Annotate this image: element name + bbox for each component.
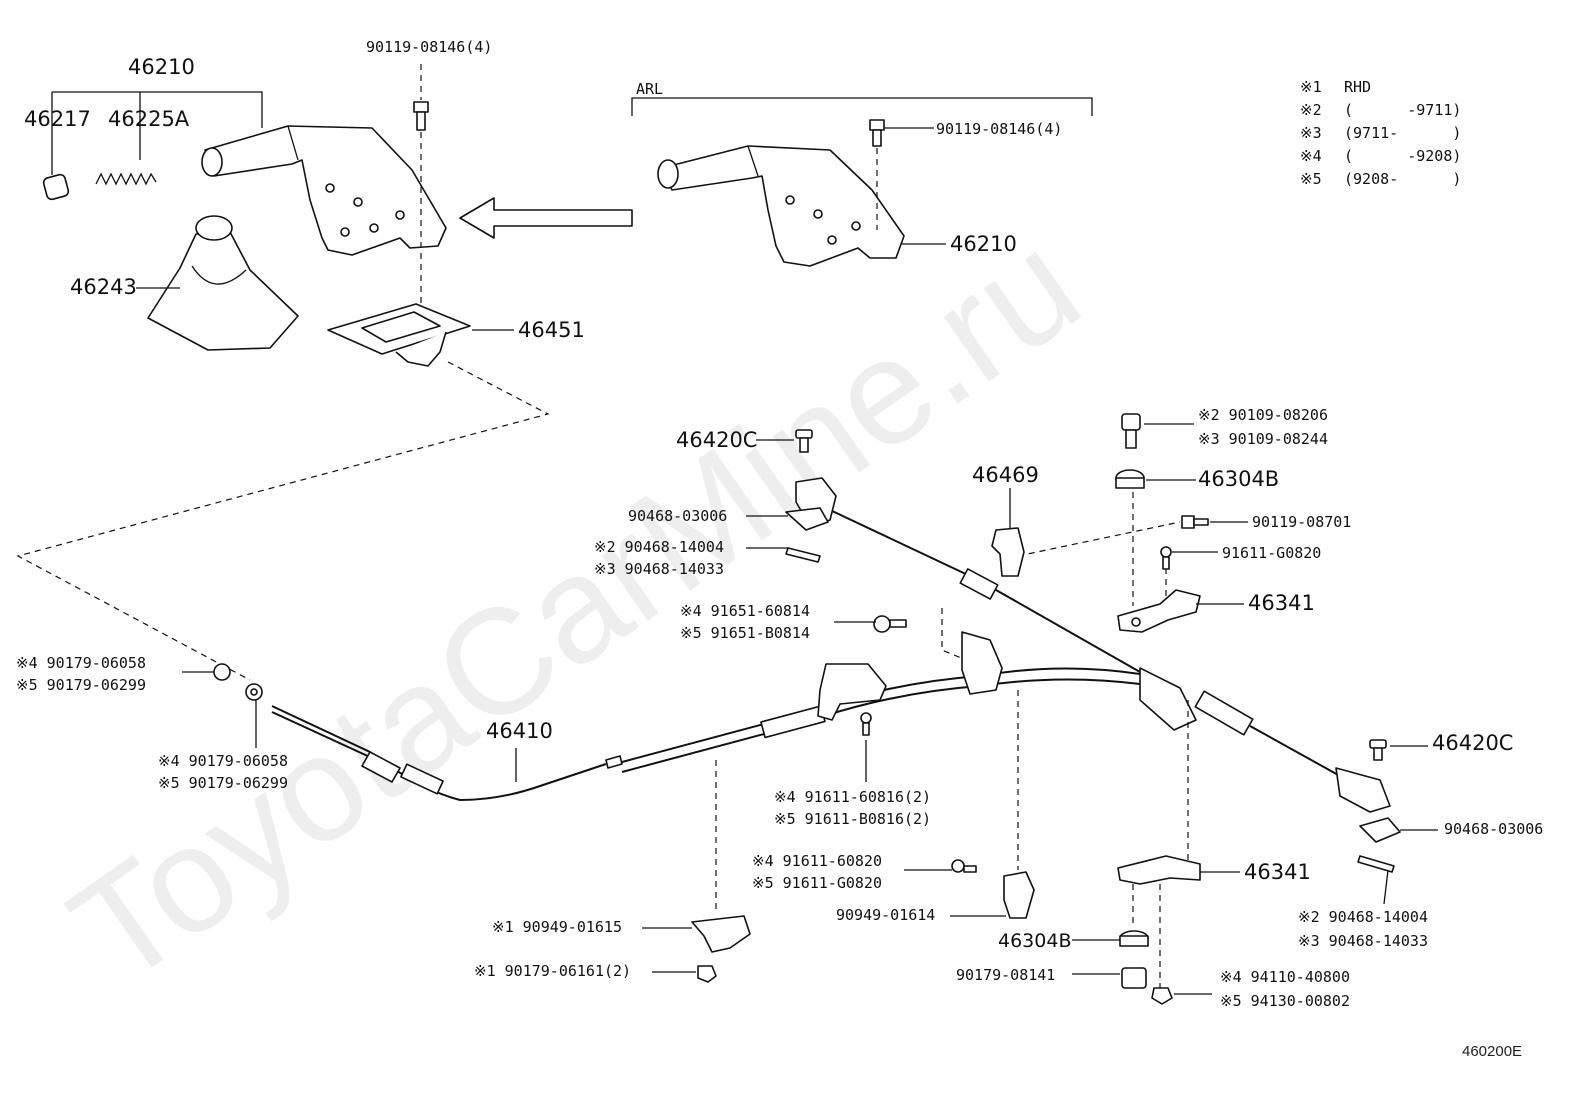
label-46451: 46451 bbox=[518, 318, 585, 342]
label-46217: 46217 bbox=[24, 107, 91, 131]
label-46304b-bottom: 46304B bbox=[998, 930, 1071, 952]
grommet-46304b-top bbox=[1115, 469, 1145, 489]
part-46420c-top bbox=[795, 429, 813, 453]
label-91651-b0814: ※5 91651-B0814 bbox=[680, 624, 810, 642]
legend-mark-3: ※3 bbox=[1300, 124, 1322, 142]
bolt-91611-60820 bbox=[951, 859, 977, 873]
legend-text-5: (9208- ) bbox=[1344, 170, 1461, 188]
lever-assembly-group bbox=[16, 64, 633, 681]
label-46225a: 46225A bbox=[108, 107, 190, 131]
label-90119-08146-a: 90119-08146(4) bbox=[366, 38, 492, 56]
label-91611-60816: ※4 91611-60816(2) bbox=[774, 788, 931, 806]
label-46341-top: 46341 bbox=[1248, 591, 1315, 615]
label-94110-40800: ※4 94110-40800 bbox=[1220, 968, 1350, 986]
arl-label: ARL bbox=[636, 80, 663, 98]
bolt-91611-60816 bbox=[860, 712, 872, 736]
part-46243-boot bbox=[147, 215, 299, 351]
cable-46410 bbox=[271, 667, 1141, 802]
label-90468-14033-bottom: ※3 90468-14033 bbox=[1298, 932, 1428, 950]
bolt-91651-60814 bbox=[873, 615, 907, 633]
label-90119-08146-b: 90119-08146(4) bbox=[936, 120, 1062, 138]
part-46341-bottom bbox=[1117, 855, 1201, 885]
legend-text-2: ( -9711) bbox=[1344, 101, 1461, 119]
part-46420c-bottom bbox=[1369, 739, 1387, 761]
clamp-90949-01614 bbox=[1003, 871, 1035, 919]
label-90949-01614: 90949-01614 bbox=[836, 906, 935, 924]
legend-mark-1: ※1 bbox=[1300, 78, 1322, 96]
label-91611-60820: ※4 91611-60820 bbox=[752, 852, 882, 870]
label-90468-14004-top: ※2 90468-14004 bbox=[594, 538, 724, 556]
label-90109-08206: ※2 90109-08206 bbox=[1198, 406, 1328, 424]
legend-mark-2: ※2 bbox=[1300, 101, 1322, 119]
nut-90179-08141 bbox=[1121, 967, 1147, 989]
legend-text-4: ( -9208) bbox=[1344, 147, 1461, 165]
label-91611-g0820-bottom: ※5 91611-G0820 bbox=[752, 874, 882, 892]
label-91651-60814: ※4 91651-60814 bbox=[680, 602, 810, 620]
label-90179-06299-a: ※5 90179-06299 bbox=[16, 676, 146, 694]
arrow-icon bbox=[459, 197, 633, 239]
label-46210-arl: 46210 bbox=[950, 232, 1017, 256]
bracket-cable-mount-2 bbox=[961, 631, 1003, 695]
clip-90468-03006-top bbox=[785, 507, 829, 531]
label-94130-00802: ※5 94130-00802 bbox=[1220, 992, 1350, 1010]
label-46420c-top: 46420C bbox=[676, 428, 757, 452]
label-90179-08141: 90179-08141 bbox=[956, 966, 1055, 984]
bolt-90109-08206 bbox=[1121, 413, 1141, 449]
part-46210-lever bbox=[201, 125, 447, 256]
label-90468-14004-bottom: ※2 90468-14004 bbox=[1298, 908, 1428, 926]
legend-mark-5: ※5 bbox=[1300, 170, 1322, 188]
nut-90179-06058-a bbox=[213, 663, 231, 681]
label-90468-03006-top: 90468-03006 bbox=[628, 507, 727, 525]
label-90109-08244: ※3 90109-08244 bbox=[1198, 430, 1328, 448]
pin-90468-14004-top bbox=[785, 547, 821, 563]
grommet-46304b-bottom bbox=[1119, 930, 1149, 947]
legend-mark-4: ※4 bbox=[1300, 147, 1322, 165]
leader-lines bbox=[136, 287, 1438, 995]
bolt-90119-08701 bbox=[1181, 515, 1209, 529]
diagram-reference: 460200E bbox=[1462, 1043, 1522, 1060]
bolt-91611-g0820-top bbox=[1160, 546, 1172, 570]
label-46243: 46243 bbox=[70, 275, 137, 299]
part-46210-arl-lever bbox=[657, 145, 905, 267]
label-90179-06058-a: ※4 90179-06058 bbox=[16, 654, 146, 672]
label-90468-03006-bottom: 90468-03006 bbox=[1444, 820, 1543, 838]
legend: ※1 RHD ※2 ( -9711) ※3 (9711- ) ※4 ( -920… bbox=[1300, 78, 1461, 188]
label-46410: 46410 bbox=[486, 719, 553, 743]
label-46469: 46469 bbox=[972, 463, 1039, 487]
washer-90179-06058-b bbox=[245, 683, 263, 701]
pin-90468-14004-bottom bbox=[1357, 855, 1395, 873]
part-labels: 46210 46217 46225A 90119-08146(4) 90119-… bbox=[16, 38, 1543, 1010]
part-46341-top bbox=[1117, 589, 1201, 633]
bolt-90119-08146 bbox=[413, 101, 429, 131]
part-46225a-spring bbox=[95, 172, 157, 186]
label-90949-01615: ※1 90949-01615 bbox=[492, 918, 622, 936]
label-91611-b0816: ※5 91611-B0816(2) bbox=[774, 810, 931, 828]
nut-94110-40800 bbox=[1151, 987, 1173, 1005]
label-91611-g0820-top: 91611-G0820 bbox=[1222, 544, 1321, 562]
label-46420c-bottom: 46420C bbox=[1432, 731, 1513, 755]
clip-90468-03006-bottom bbox=[1359, 817, 1401, 843]
legend-text-3: (9711- ) bbox=[1344, 124, 1461, 142]
bracket-cable-mount bbox=[817, 663, 887, 721]
label-46210-top: 46210 bbox=[128, 55, 195, 79]
label-90468-14033-top: ※3 90468-14033 bbox=[594, 560, 724, 578]
bolt-90119-08146-arl bbox=[869, 119, 885, 147]
part-46451-plate bbox=[327, 303, 471, 367]
label-46304b-top: 46304B bbox=[1198, 467, 1279, 491]
part-46469-bracket bbox=[991, 527, 1025, 577]
clamp-90949-01615 bbox=[691, 915, 751, 953]
label-90179-06299-b: ※5 90179-06299 bbox=[158, 774, 288, 792]
legend-text-1: RHD bbox=[1344, 78, 1371, 96]
label-90179-06161: ※1 90179-06161(2) bbox=[474, 962, 631, 980]
arl-lever-group bbox=[631, 97, 1093, 267]
part-46217-cap bbox=[42, 173, 70, 201]
nut-90179-06161 bbox=[697, 965, 717, 983]
label-90119-08701: 90119-08701 bbox=[1252, 513, 1351, 531]
label-90179-06058-b: ※4 90179-06058 bbox=[158, 752, 288, 770]
label-46341-bottom: 46341 bbox=[1244, 860, 1311, 884]
